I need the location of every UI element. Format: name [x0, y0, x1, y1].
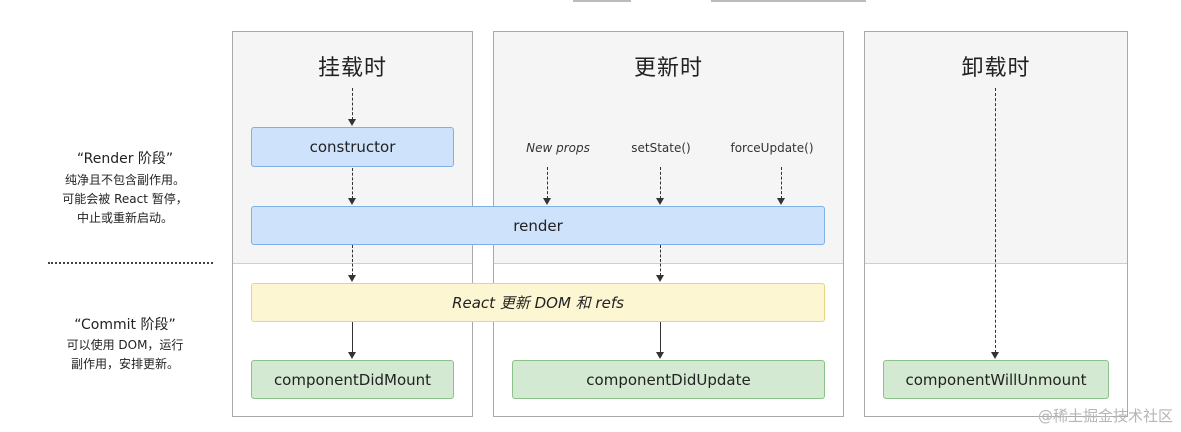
component-did-update-box: componentDidUpdate: [512, 360, 825, 399]
render-phase-description: 纯净且不包含副作用。 可能会被 React 暂停， 中止或重新启动。: [62, 173, 188, 225]
unmount-render-region: [865, 32, 1127, 264]
arrow-render-to-react-update-mount: [348, 245, 358, 282]
arrow-react-update-to-did-update: [656, 322, 666, 359]
render-phase-title: “Render 阶段”: [76, 151, 174, 167]
arrow-render-to-react-update-update: [656, 245, 666, 282]
commit-phase-description: 可以使用 DOM，运行 副作用，安排更新。: [66, 338, 184, 371]
arrow-mount-title-to-constructor: [348, 88, 358, 126]
arrow-react-update-to-did-mount: [348, 322, 358, 359]
mount-column-title: 挂载时: [317, 56, 387, 81]
arrow-force-update-to-render: [777, 167, 787, 205]
arrow-unmount-title-to-will-unmount: [991, 88, 1001, 359]
watermark: @稀土掘金技术社区: [1037, 407, 1173, 425]
component-did-mount-box: componentDidMount: [251, 360, 454, 399]
arrow-constructor-to-render: [348, 168, 358, 205]
update-column-title: 更新时: [633, 56, 703, 81]
trigger-new-props: New props: [526, 141, 590, 155]
trigger-set-state: setState(): [631, 141, 691, 155]
arrow-set-state-to-render: [656, 167, 666, 205]
component-will-unmount-box: componentWillUnmount: [883, 360, 1109, 399]
unmount-column-title: 卸载时: [961, 56, 1031, 81]
arrow-new-props-to-render: [543, 167, 553, 205]
commit-phase-title: “Commit 阶段”: [74, 317, 176, 333]
trigger-force-update: forceUpdate(): [730, 141, 814, 155]
top-tab-line-1: [573, 0, 631, 2]
constructor-box: constructor: [251, 127, 454, 167]
react-update-dom-box: React 更新 DOM 和 refs: [251, 283, 825, 322]
render-box: render: [251, 206, 825, 245]
top-tab-line-2: [711, 0, 866, 2]
phase-divider: [48, 262, 213, 264]
